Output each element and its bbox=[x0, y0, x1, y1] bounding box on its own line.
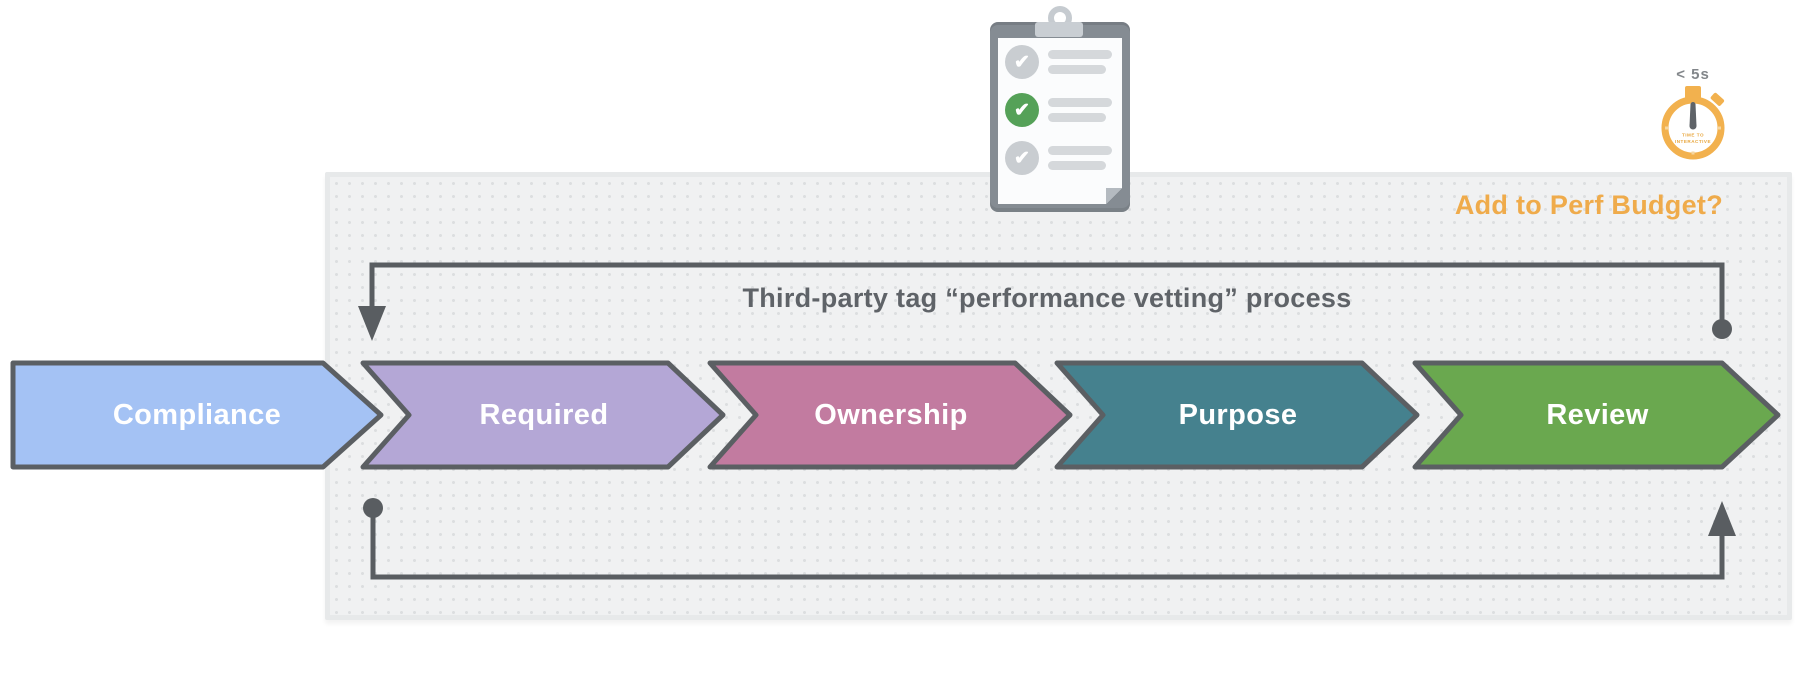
stage-label: Required bbox=[479, 398, 609, 431]
stopwatch-face-label-1: TIME TO bbox=[1682, 133, 1704, 138]
checklist-item: ✔ bbox=[1005, 45, 1112, 79]
chevron-arrow-icon bbox=[10, 360, 384, 470]
chevron-arrow-icon bbox=[707, 360, 1073, 470]
stopwatch-needle bbox=[1689, 102, 1697, 130]
stage-label: Compliance bbox=[112, 398, 282, 431]
chevron-arrow-icon bbox=[360, 360, 726, 470]
checklist-clipboard-icon: ✔ ✔ ✔ bbox=[988, 6, 1132, 214]
check-circle-icon: ✔ bbox=[1005, 45, 1039, 79]
chevron-arrow-icon bbox=[1412, 360, 1781, 470]
stage-label: Purpose bbox=[1178, 398, 1298, 431]
checklist-item-lines bbox=[1048, 50, 1112, 74]
stage-review: Review bbox=[1412, 360, 1783, 470]
check-circle-icon: ✔ bbox=[1005, 141, 1039, 175]
stage-ownership: Ownership bbox=[707, 360, 1075, 470]
stage-purpose: Purpose bbox=[1054, 360, 1422, 470]
stage-label: Ownership bbox=[814, 398, 968, 431]
checklist-item: ✔ bbox=[1005, 93, 1112, 127]
clipboard-paper-fold bbox=[1106, 188, 1122, 204]
checklist-item: ✔ bbox=[1005, 141, 1112, 175]
checklist-item-lines bbox=[1048, 146, 1112, 170]
process-title: Third-party tag “performance vetting” pr… bbox=[742, 283, 1352, 313]
stage-required: Required bbox=[360, 360, 728, 470]
stage-compliance: Compliance bbox=[10, 360, 384, 470]
check-circle-icon: ✔ bbox=[1005, 93, 1039, 127]
stopwatch-face-label-2: INTERACTIVE bbox=[1675, 139, 1711, 144]
stage-label: Review bbox=[1546, 398, 1649, 431]
clipboard-clip bbox=[1035, 22, 1083, 37]
checklist-item-lines bbox=[1048, 98, 1112, 122]
chevron-arrow-icon bbox=[1054, 360, 1420, 470]
stopwatch-icon: TIME TO INTERACTIVE bbox=[1661, 86, 1725, 160]
timer-caption: < 5s bbox=[1676, 66, 1710, 83]
perf-budget-label: Add to Perf Budget? bbox=[1454, 190, 1723, 220]
